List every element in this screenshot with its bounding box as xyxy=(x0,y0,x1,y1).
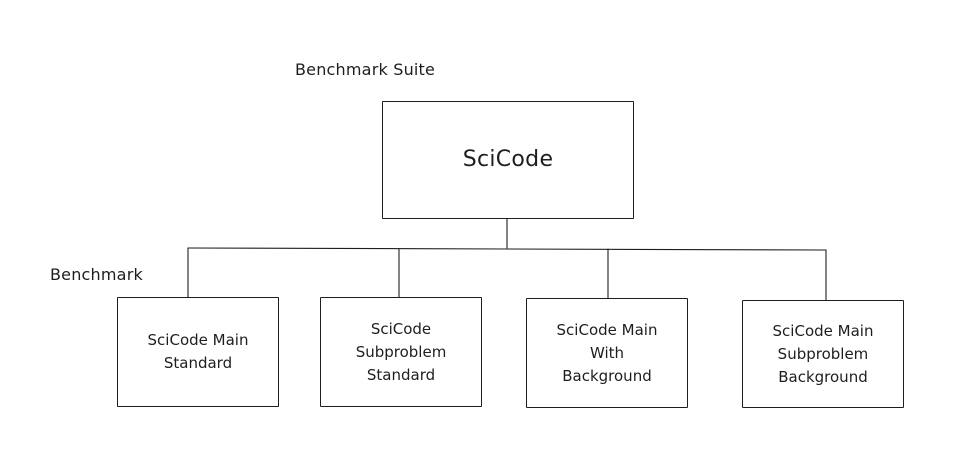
suite-level-label: Benchmark Suite xyxy=(295,60,436,79)
child-node-2-label: SciCode Subproblem Standard xyxy=(355,319,447,384)
benchmark-level-label: Benchmark xyxy=(50,265,143,284)
child-node-1-label: SciCode Main Standard xyxy=(147,331,249,372)
child-node-4: SciCode Main Subproblem Background xyxy=(742,300,904,408)
child-node-3: SciCode Main With Background xyxy=(526,298,688,408)
child-node-3-label: SciCode Main With Background xyxy=(556,320,658,385)
root-node: SciCode xyxy=(382,101,634,219)
root-node-label: SciCode xyxy=(462,147,554,172)
horizontal-bus-line xyxy=(187,247,827,251)
child-node-1: SciCode Main Standard xyxy=(117,297,279,407)
child-node-4-label: SciCode Main Subproblem Background xyxy=(772,321,874,386)
child-node-2: SciCode Subproblem Standard xyxy=(320,297,482,407)
